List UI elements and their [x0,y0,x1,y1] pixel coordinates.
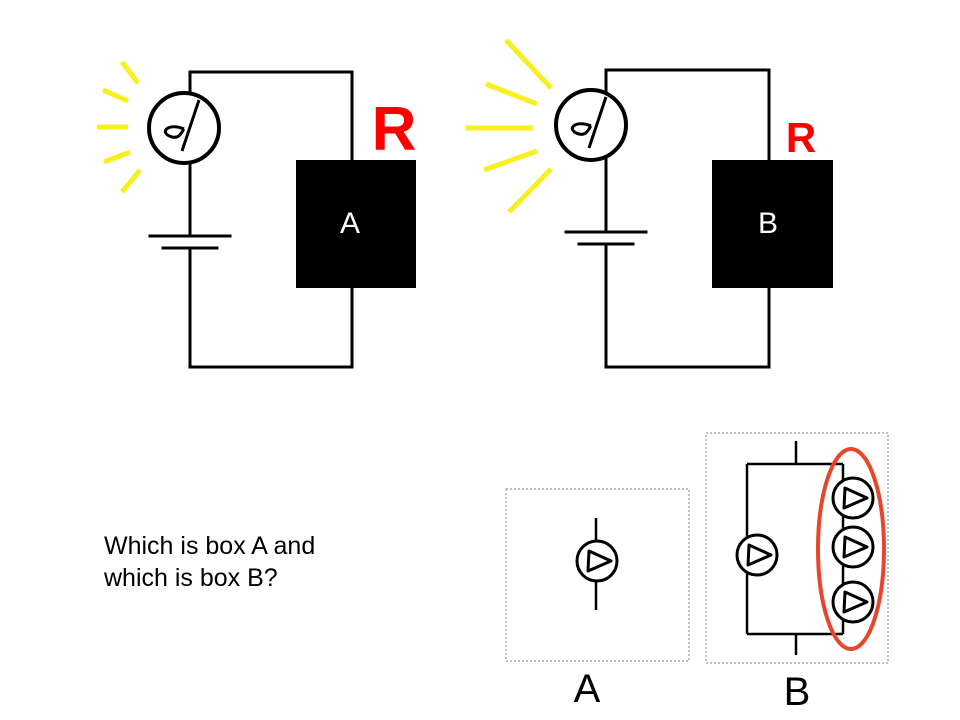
circuit-a: A R [97,60,417,369]
option-label-b: B [784,670,811,714]
small-bulb-icon [831,580,875,624]
resistor-label-a: R [372,95,417,164]
option-label-a: A [574,667,601,711]
small-bulb-icon [575,539,619,583]
black-box-a [296,160,416,288]
black-box-b [712,160,833,288]
small-bulb-icon [831,525,875,569]
light-rays-b [466,38,553,214]
option-parallel-bulbs: B [705,432,889,714]
light-rays-a [97,60,142,194]
question-line-1: Which is box A and [104,532,316,560]
small-bulb-icon [735,533,779,577]
box-label-a: A [340,207,360,240]
bulb-b [554,88,628,162]
question-line-2: which is box B? [104,564,278,592]
bulb-a [147,91,221,165]
highlight-ellipse [816,447,886,651]
option-single-bulb: A [505,488,690,711]
wire-loop-b [604,68,771,369]
wire-loop-a [188,70,354,369]
small-bulb-icon [831,476,875,520]
resistor-label-b: R [786,114,816,161]
circuit-b: B R [466,38,833,369]
box-label-b: B [758,207,778,240]
question-text: Which is box A and which is box B? [104,530,315,594]
